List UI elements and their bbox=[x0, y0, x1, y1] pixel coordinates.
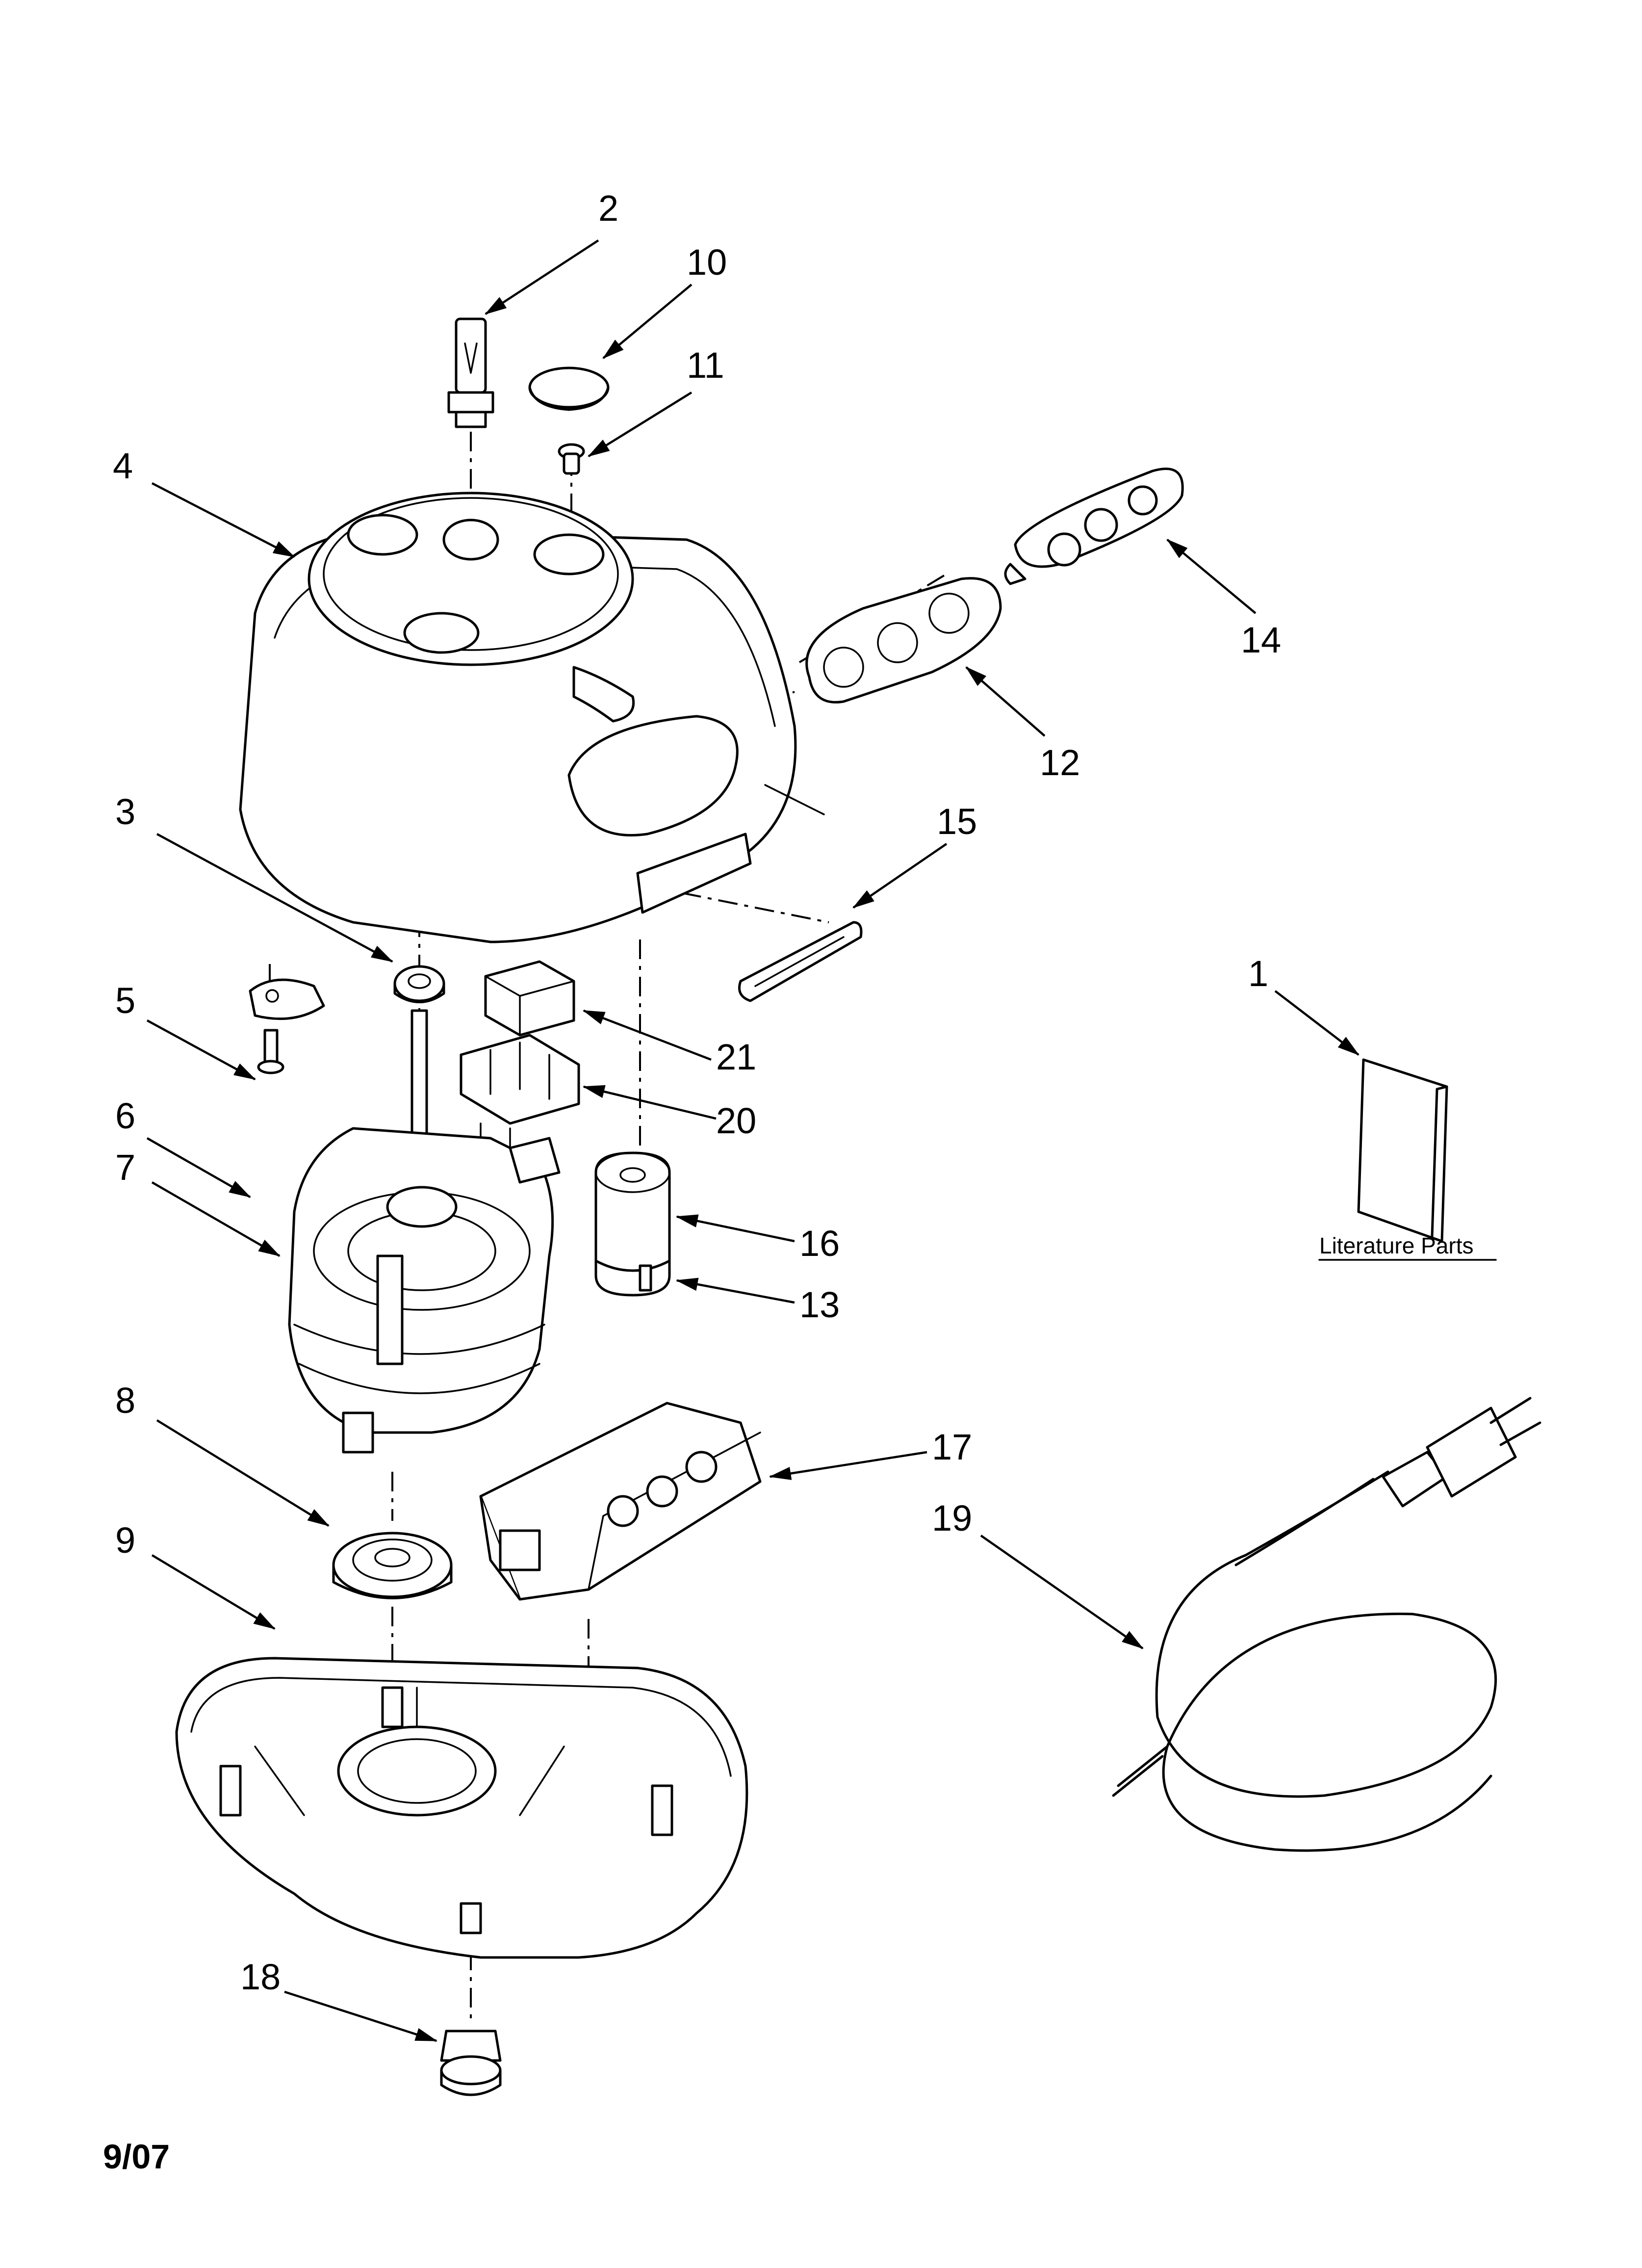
callout-16: 16 bbox=[799, 1223, 840, 1264]
callout-9: 9 bbox=[115, 1520, 135, 1561]
callout-11: 11 bbox=[687, 345, 724, 386]
part-18-foot bbox=[440, 2030, 502, 2096]
callout-8: 8 bbox=[115, 1380, 135, 1421]
part-6-screw bbox=[257, 1029, 284, 1074]
part-16-capacitor bbox=[594, 1151, 671, 1297]
leader-lines bbox=[146, 239, 1360, 2042]
callout-19: 19 bbox=[932, 1498, 972, 1538]
part-7-motor bbox=[288, 1009, 561, 1454]
part-20-terminal-block bbox=[460, 1034, 580, 1149]
callout-13: 13 bbox=[799, 1284, 840, 1325]
callout-14: 14 bbox=[1241, 620, 1281, 660]
callout-10: 10 bbox=[687, 242, 727, 283]
part-10-cap bbox=[528, 366, 610, 411]
part-17-switch-assembly bbox=[479, 1402, 762, 1601]
callout-5: 5 bbox=[115, 980, 135, 1021]
callout-6: 6 bbox=[115, 1095, 135, 1136]
part-15-badge bbox=[738, 921, 863, 1002]
callout-3: 3 bbox=[115, 791, 135, 832]
callout-labels: 2 10 11 4 14 12 3 15 1 21 5 20 6 7 16 13… bbox=[113, 188, 1281, 1997]
callout-12: 12 bbox=[1040, 742, 1080, 783]
part-8-seal bbox=[332, 1532, 453, 1599]
callout-2: 2 bbox=[598, 188, 618, 229]
part-2-drive-coupler bbox=[447, 317, 494, 428]
part-3-bushing bbox=[393, 965, 445, 1003]
part-4-motor-housing bbox=[239, 492, 797, 943]
callout-15: 15 bbox=[937, 801, 977, 842]
part-21-insulator bbox=[484, 960, 575, 1037]
part-11-screw bbox=[558, 443, 585, 475]
part-1-literature bbox=[1357, 1058, 1448, 1243]
part-5-clamp bbox=[249, 964, 325, 1020]
callout-1: 1 bbox=[1248, 953, 1268, 994]
part-12-button-gasket bbox=[805, 577, 1002, 704]
part-13-capacitor-bracket bbox=[594, 1259, 671, 1292]
callout-18: 18 bbox=[240, 1956, 281, 1997]
literature-parts-label: Literature Parts bbox=[1319, 1233, 1473, 1258]
callout-20: 20 bbox=[716, 1100, 756, 1141]
part-14-button-overlay bbox=[1004, 468, 1184, 585]
callout-21: 21 bbox=[716, 1037, 756, 1077]
callout-7: 7 bbox=[115, 1147, 135, 1188]
part-19-power-cord bbox=[1112, 1397, 1541, 1852]
date-code: 9/07 bbox=[103, 2138, 170, 2176]
callout-4: 4 bbox=[113, 445, 133, 486]
callout-17: 17 bbox=[932, 1427, 972, 1467]
part-9-base bbox=[175, 1657, 748, 1959]
